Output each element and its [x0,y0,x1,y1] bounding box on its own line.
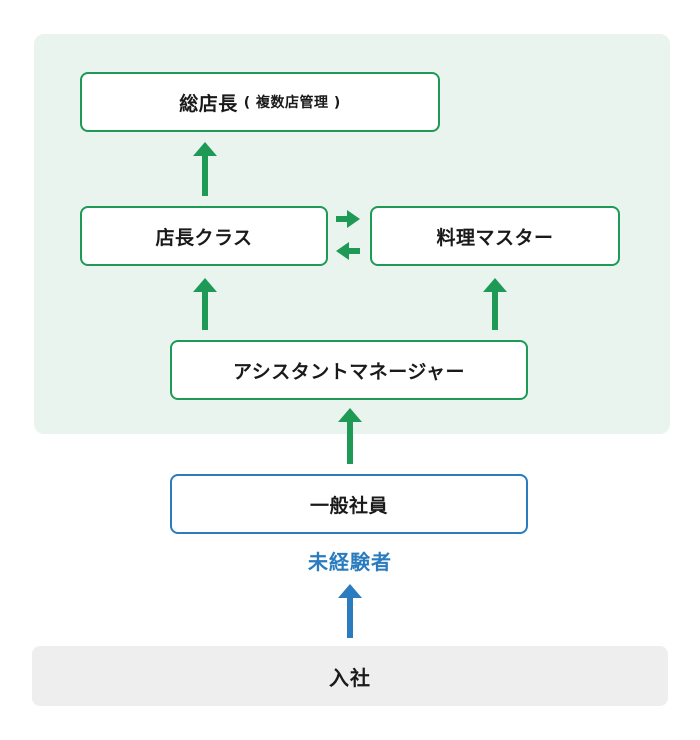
chef-master-box: 料理マスター [370,206,620,266]
up-arrow-icon [193,278,217,330]
general-manager-sub: ( 複数店管理 ) [243,95,341,111]
store-manager-box: 店長クラス [80,206,328,266]
general-staff-label: 一般社員 [309,494,388,517]
general-manager-box: 総店長 ( 複数店管理 ) [80,72,440,132]
chef-master-label: 料理マスター [436,226,554,249]
up-arrow-icon [338,408,362,464]
inexperienced-label: 未経験者 [308,550,392,574]
up-arrow-icon [193,142,217,196]
entry-label: 入社 [329,665,371,690]
up-arrow-icon [483,278,507,330]
entry-box: 入社 [32,646,668,706]
assistant-manager-box: アシスタントマネージャー [170,340,528,400]
up-arrow-icon [338,584,362,638]
right-arrow-icon [336,210,360,228]
assistant-manager-label: アシスタントマネージャー [233,360,465,383]
general-staff-box: 一般社員 [170,474,528,534]
store-manager-label: 店長クラス [155,226,253,249]
left-arrow-icon [336,242,360,260]
general-manager-label: 総店長 [179,92,238,115]
